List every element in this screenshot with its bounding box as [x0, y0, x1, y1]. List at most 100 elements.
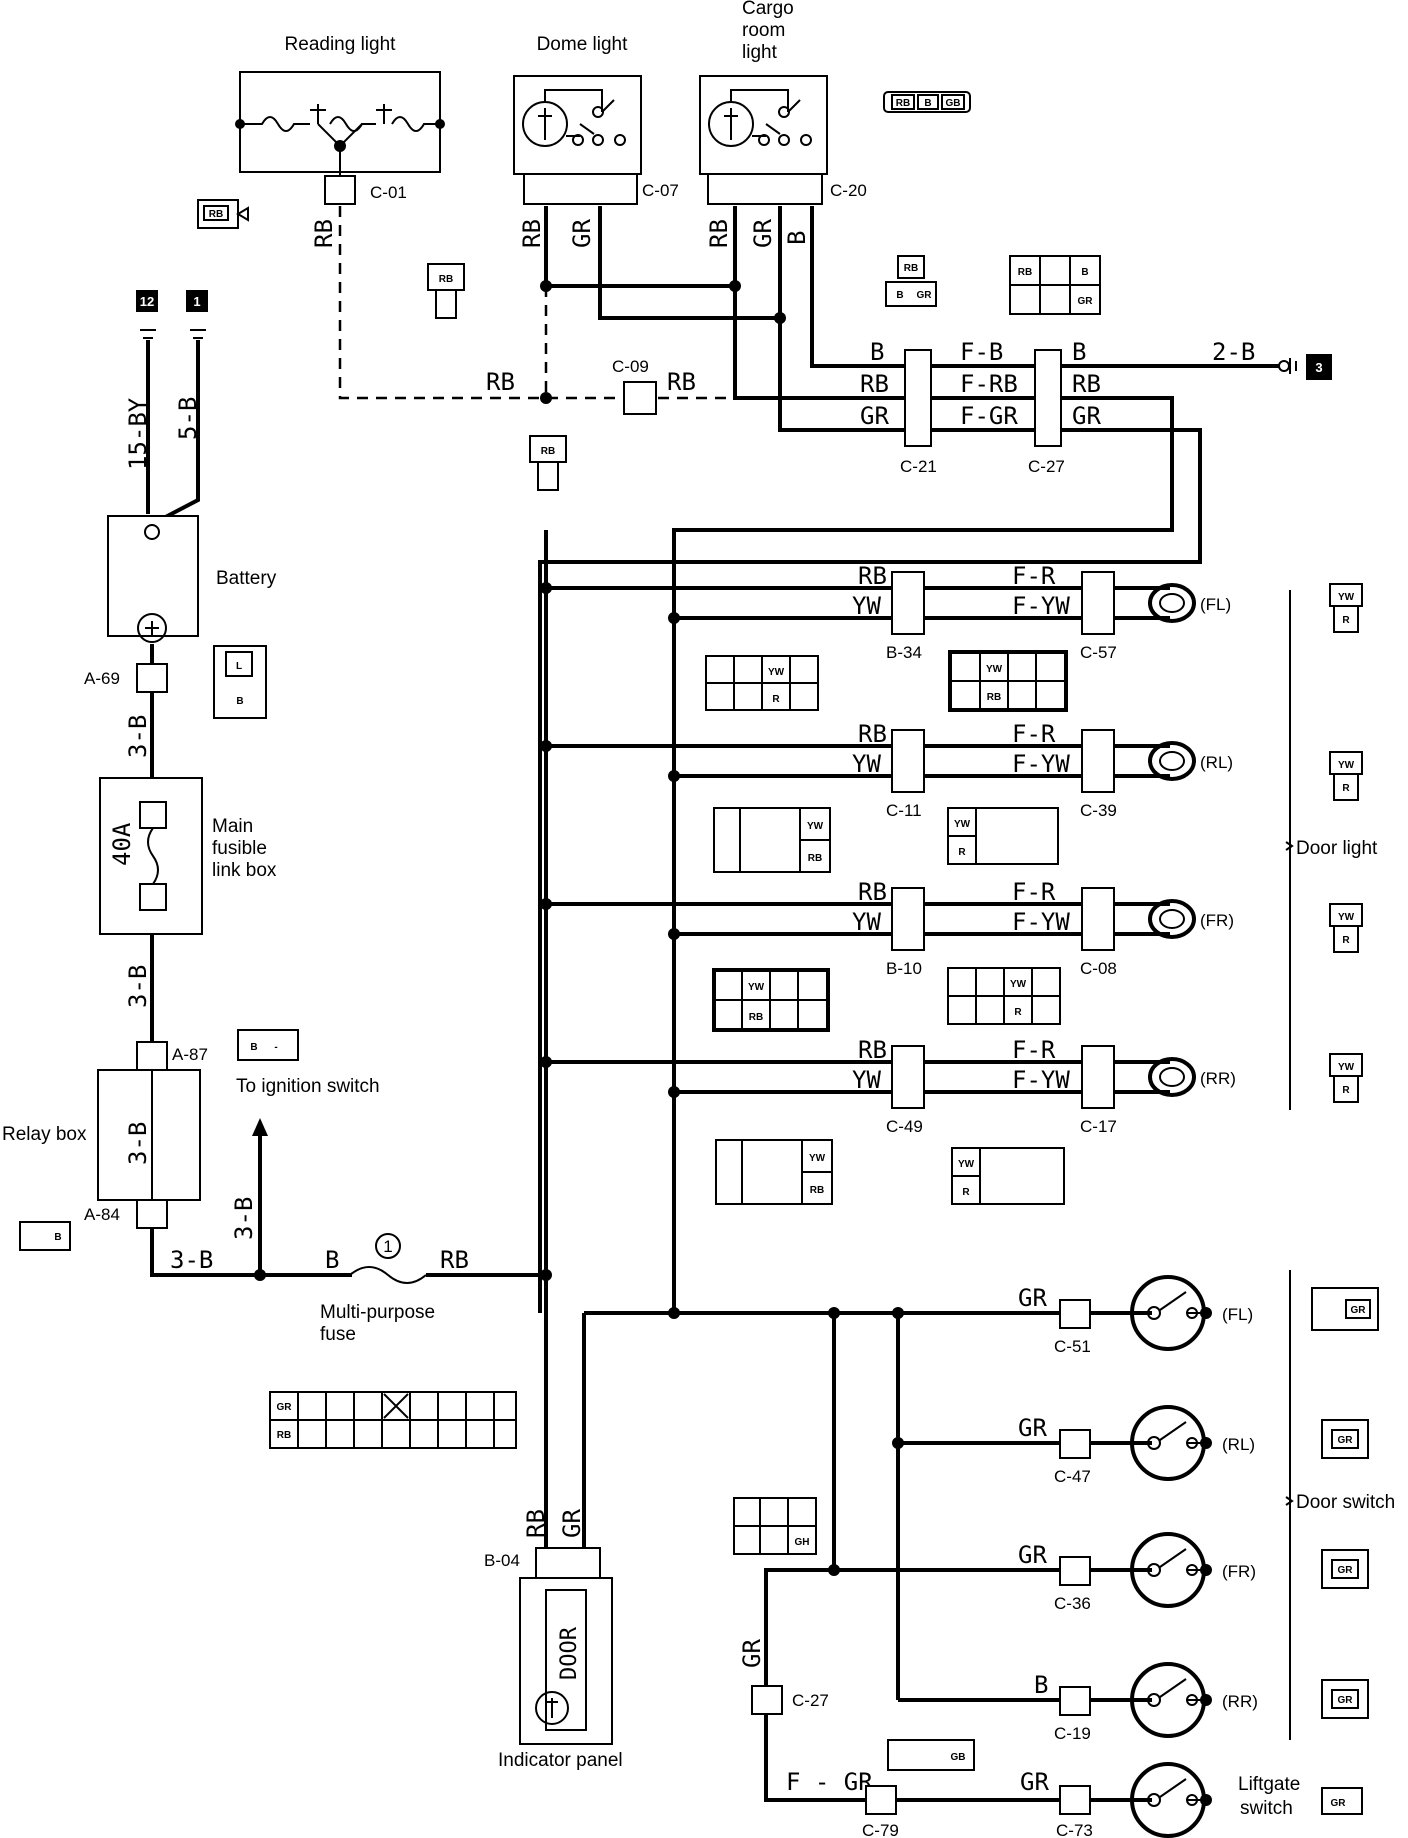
door-switch-label: Door switch [1296, 1492, 1395, 1513]
svg-text:R: R [962, 1187, 970, 1198]
relay-box[interactable] [97, 1069, 201, 1201]
cargo-room-light[interactable]: Cargo room light C-20 [699, 0, 867, 205]
svg-text:F-RB: F-RB [960, 370, 1018, 398]
svg-text:YW: YW [807, 821, 824, 832]
svg-text:YW: YW [1010, 979, 1027, 990]
battery[interactable] [107, 515, 199, 637]
connector-c27-bottom [751, 1685, 783, 1715]
svg-text:R: R [1014, 1007, 1022, 1018]
svg-text:Main: Main [212, 816, 253, 837]
svg-text:B: B [870, 338, 884, 366]
svg-text:F - GR: F - GR [786, 1768, 873, 1796]
svg-text:RB: RB [209, 209, 223, 220]
reading-light-label: Reading light [285, 34, 397, 55]
connector-c57 [1081, 571, 1115, 635]
svg-text:(RL): (RL) [1222, 1435, 1255, 1454]
svg-text:12: 12 [140, 294, 154, 309]
svg-text:C-79: C-79 [862, 1821, 899, 1838]
door-switch-rl[interactable]: GR C-47 (RL) [1018, 1405, 1255, 1486]
svg-text:RB: RB [440, 1246, 469, 1274]
svg-text:R: R [1342, 1085, 1350, 1096]
cargo-light-label-2: room [742, 20, 785, 41]
svg-text:fusible: fusible [212, 838, 267, 859]
svg-text:GR: GR [1338, 1435, 1354, 1446]
connector-a87-label: A-87 [172, 1045, 208, 1064]
svg-text:YW: YW [954, 819, 971, 830]
connector-a87 [136, 1041, 168, 1071]
svg-text:YW: YW [748, 982, 765, 993]
cargo-light-label-3: light [742, 42, 778, 63]
svg-text:B: B [236, 696, 243, 707]
reading-light[interactable]: Reading light C-01 [235, 34, 445, 205]
connector-c27-top [1034, 349, 1062, 447]
connector-b04 [535, 1547, 601, 1579]
door-light-label: Door light [1296, 838, 1378, 859]
svg-text:GR: GR [1072, 402, 1101, 430]
svg-text:B-04: B-04 [484, 1551, 520, 1570]
svg-text:B: B [1072, 338, 1086, 366]
connector-c07 [523, 173, 638, 205]
svg-text:1: 1 [193, 294, 200, 309]
connector-c21-label: C-21 [900, 457, 937, 476]
svg-text:GR: GR [1331, 1798, 1347, 1809]
svg-text:GR: GR [860, 402, 889, 430]
svg-text:(RR): (RR) [1200, 1069, 1236, 1088]
svg-text:B: B [783, 231, 811, 245]
door-switch-bracket [1285, 1270, 1294, 1740]
svg-text:B: B [1034, 1671, 1048, 1699]
indicator-panel[interactable]: RB GR B-04 DOOR Indicator panel [484, 1313, 623, 1771]
svg-text:RB: RB [749, 1012, 763, 1023]
connector-a84-label: A-84 [84, 1205, 120, 1224]
cargo-light-label-1: Cargo [742, 0, 794, 19]
connector-c21 [904, 349, 932, 447]
svg-text:GR: GR [749, 219, 777, 248]
relay-wire: 3-B [124, 1122, 152, 1165]
connector-c27-top-label: C-27 [1028, 457, 1065, 476]
connector-c09 [623, 381, 657, 415]
svg-text:3-B: 3-B [124, 965, 152, 1008]
connector-c01 [324, 175, 356, 205]
multi-purpose-fuse[interactable]: 1 B RB Multi-purpose fuse [320, 1233, 469, 1345]
liftgate-switch[interactable]: GR C-27 F - GR C-79 GR C-73 Liftgate swi… [738, 1639, 1300, 1838]
svg-text:C-17: C-17 [1080, 1117, 1117, 1136]
svg-text:YW: YW [852, 750, 881, 778]
svg-text:(FR): (FR) [1222, 1562, 1256, 1581]
svg-text:RB: RB [1072, 370, 1101, 398]
door-switch-fr[interactable]: GR C-36 (FR) [1018, 1532, 1256, 1613]
svg-text:Liftgate: Liftgate [1238, 1774, 1300, 1795]
door-switch-fl[interactable]: GR C-51 (FL) [1018, 1275, 1253, 1356]
svg-text:(FL): (FL) [1222, 1305, 1253, 1324]
svg-text:3-B: 3-B [124, 715, 152, 758]
dome-light-label: Dome light [537, 34, 629, 55]
svg-text:YW: YW [986, 664, 1003, 675]
connector-c09-label: C-09 [612, 357, 649, 376]
door-switch-rr[interactable]: B C-19 (RR) [1034, 1662, 1258, 1743]
connector-c39 [1081, 729, 1115, 793]
svg-text:R: R [1342, 935, 1350, 946]
svg-text:R: R [1342, 615, 1350, 626]
connector-b34 [891, 571, 925, 635]
connector-c20-label: C-20 [830, 181, 867, 200]
top-harness: C-09 RB RB C-21 C-27 B RB GR F-B F-RB F-… [338, 206, 1332, 1313]
svg-text:5-B: 5-B [174, 397, 202, 440]
svg-text:YW: YW [809, 1153, 826, 1164]
svg-text:GR: GR [1018, 1541, 1047, 1569]
svg-text:3-B: 3-B [170, 1246, 213, 1274]
svg-text:C-51: C-51 [1054, 1337, 1091, 1356]
svg-text:2-B: 2-B [1212, 338, 1255, 366]
svg-text:RB: RB [858, 720, 887, 748]
connector-c08 [1081, 887, 1115, 951]
svg-text:GR: GR [1078, 296, 1094, 307]
svg-text:RB: RB [667, 368, 696, 396]
svg-text:RB: RB [987, 692, 1001, 703]
dome-light[interactable]: Dome light C-07 [513, 34, 679, 205]
connector-c11 [891, 729, 925, 793]
door-switch-bus [584, 1307, 1060, 1702]
svg-text:C-39: C-39 [1080, 801, 1117, 820]
svg-text:YW: YW [852, 1066, 881, 1094]
